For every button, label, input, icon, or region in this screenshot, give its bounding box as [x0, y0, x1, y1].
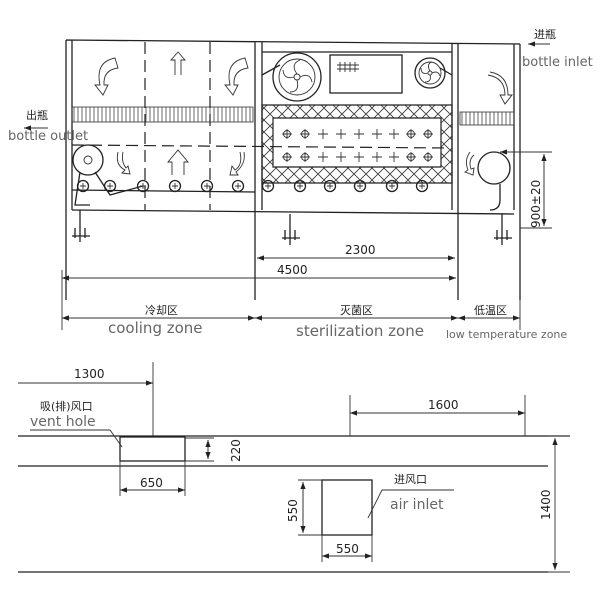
heater-marker-icon: [423, 152, 433, 162]
heater-box: [329, 54, 403, 94]
airflow-up-arrow-icon: [167, 149, 189, 175]
bottle-outlet-en: bottle outlet: [8, 129, 88, 144]
heater-marker-icon: [336, 129, 346, 139]
bottle-inlet-cn: 进瓶: [534, 27, 556, 41]
heater-marker-icon: [406, 129, 416, 139]
low-temp-zone-en: low temperature zone: [446, 328, 567, 341]
dim-1600: 1600: [428, 398, 459, 412]
heater-marker-icon: [282, 152, 292, 162]
heating-markers: [282, 129, 433, 162]
cooling-zone-en: cooling zone: [108, 319, 203, 337]
roller-icon: [103, 179, 117, 193]
dim-650: 650: [140, 476, 163, 490]
dim-1400: 1400: [539, 489, 553, 520]
heater-icon: [337, 62, 359, 72]
insulation-layer: [261, 104, 453, 184]
dim-550-horizontal: 550: [336, 542, 359, 556]
airflow-arrow-icon: [116, 151, 131, 175]
dim-2300: 2300: [345, 243, 376, 257]
bottle-outlet-cn: 出瓶: [26, 108, 48, 122]
inlet-wheel: [477, 151, 511, 185]
heater-marker-icon: [318, 129, 328, 139]
heater-marker-icon: [372, 129, 382, 139]
heater-marker-icon: [318, 152, 328, 162]
dim-220: 220: [229, 439, 243, 462]
vent-hole-en: vent hole: [30, 414, 96, 430]
heater-marker-icon: [336, 152, 346, 162]
cooling-grill: [71, 106, 254, 123]
heater-marker-icon: [282, 129, 292, 139]
heater-marker-icon: [300, 152, 310, 162]
roller-icon: [231, 179, 245, 193]
cooling-zone-cn: 冷却区: [145, 304, 178, 317]
sterilization-zone-cn: 灭菌区: [340, 304, 373, 317]
heater-marker-icon: [423, 129, 433, 139]
heater-marker-icon: [372, 152, 382, 162]
vent-hole-cn: 吸(排)风口: [40, 399, 93, 413]
heater-marker-icon: [300, 129, 310, 139]
roller-icon: [200, 179, 214, 193]
fan-right-icon: [414, 57, 446, 89]
heater-marker-icon: [354, 152, 364, 162]
airflow-arrow-icon: [224, 57, 249, 96]
airflow-up-arrow-icon: [170, 51, 186, 75]
heater-marker-icon: [406, 152, 416, 162]
air-inlet-cn: 进风口: [394, 473, 427, 486]
machine-elevation: [65, 39, 521, 300]
roller-icon: [168, 179, 182, 193]
airflow-arrow-icon: [464, 151, 475, 176]
dim-550-vertical: 550: [286, 499, 300, 522]
roller-icon: [76, 179, 90, 193]
heater-marker-icon: [389, 152, 399, 162]
conveyor-rollers: [76, 179, 429, 193]
dim-4500: 4500: [277, 263, 308, 277]
low-temp-zone-cn: 低温区: [474, 304, 507, 317]
airflow-arrow-icon: [229, 151, 245, 176]
plan-view: 1300 1600 220 650 吸(排)风口 vent hole 550 5…: [18, 362, 570, 573]
airflow-arrow-icon: [94, 57, 119, 96]
dim-900: 900±20: [529, 180, 543, 228]
heater-marker-icon: [389, 129, 399, 139]
fan-left-icon: [272, 52, 322, 102]
dim-1300: 1300: [74, 367, 105, 381]
air-inlet-en: air inlet: [390, 497, 444, 513]
sterilization-zone-en: sterilization zone: [296, 322, 424, 340]
vent-hole: [119, 436, 186, 462]
air-inlet: [321, 479, 373, 536]
outlet-wheel: [72, 144, 104, 176]
bottle-inlet-en: bottle inlet: [522, 55, 593, 70]
roller-icon: [136, 179, 150, 193]
low-temp-grill: [459, 111, 515, 126]
heater-marker-icon: [354, 129, 364, 139]
airflow-arrow-icon: [487, 71, 513, 105]
